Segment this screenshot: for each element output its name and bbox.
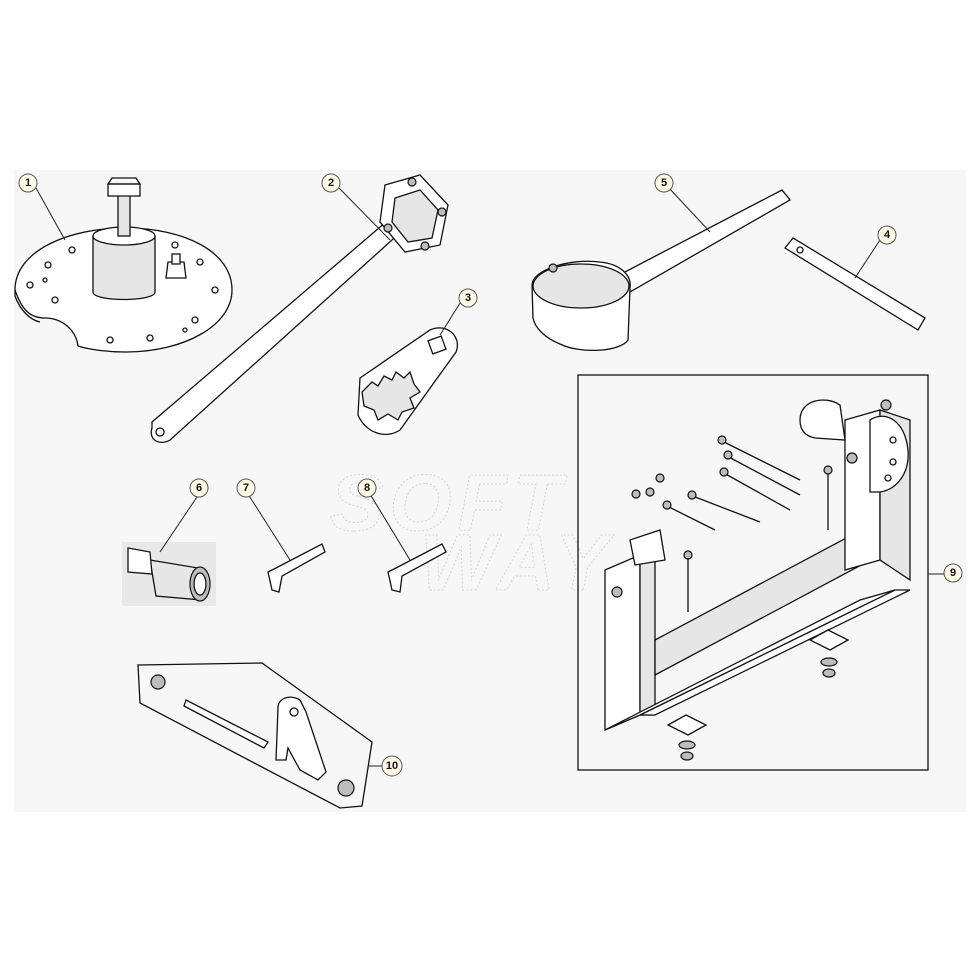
callout-7: 7: [236, 478, 256, 498]
part-6-puller: [122, 542, 216, 606]
watermark-line2: WAY: [420, 518, 615, 607]
callout-5-label: 5: [661, 177, 667, 189]
callout-8: 8: [357, 478, 377, 498]
callout-3-label: 3: [465, 292, 471, 304]
part-7-hex-key: [267, 543, 326, 593]
callout-2: 2: [321, 173, 341, 193]
callout-10: 10: [381, 755, 403, 777]
part-2-pin-wrench: [150, 174, 449, 443]
callout-6-label: 6: [196, 482, 202, 494]
part-5-ring-wrench: [531, 189, 791, 352]
callout-1: 1: [18, 173, 38, 193]
part-8-hex-key: [387, 543, 447, 593]
callout-6: 6: [189, 478, 209, 498]
part-9-engine-stand: [577, 374, 929, 771]
callout-4: 4: [877, 225, 897, 245]
part-10-box: [137, 662, 373, 809]
callout-2-label: 2: [328, 177, 334, 189]
part-3-clutch-holder: [357, 327, 458, 435]
callout-8-label: 8: [364, 482, 370, 494]
callout-7-label: 7: [243, 482, 249, 494]
callout-3: 3: [458, 288, 478, 308]
part-9-box: [577, 374, 929, 771]
callout-10-label: 10: [386, 760, 398, 772]
callout-9-label: 9: [950, 567, 956, 579]
callout-9: 9: [943, 563, 963, 583]
leader-lines: [35, 187, 944, 767]
callout-5: 5: [654, 173, 674, 193]
part-10-bracket-kit: [137, 662, 373, 809]
watermark-line1: SOFT: [330, 458, 567, 547]
part-4-flat-tool: [784, 237, 926, 331]
callout-4-label: 4: [884, 229, 891, 241]
part-1-puller-plate: [14, 177, 233, 353]
callout-1-label: 1: [25, 177, 31, 189]
